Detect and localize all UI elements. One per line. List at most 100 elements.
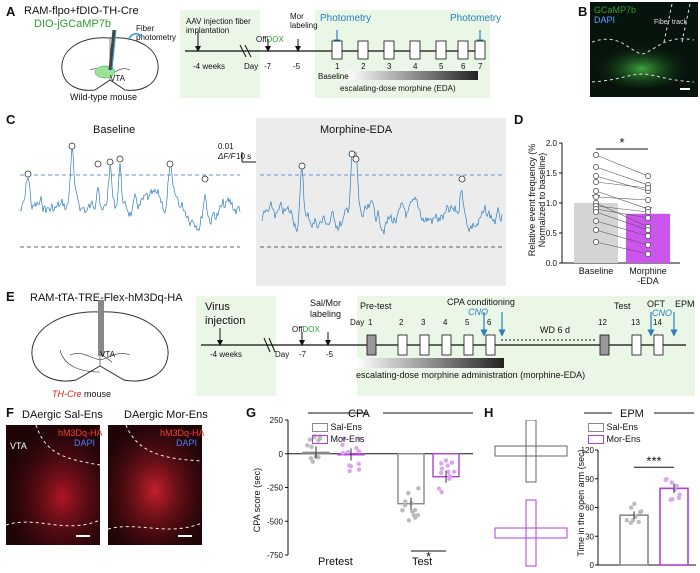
point-g-1-0-11 (347, 468, 352, 474)
point-g-1-0-0 (345, 449, 351, 455)
xtick-label-d-0: Baseline (579, 266, 614, 276)
pair-line-d-5 (595, 196, 649, 201)
fiber-photometry-label: Fiber photometry (136, 24, 177, 42)
point-g-1-0-2 (356, 467, 362, 472)
vta-label-e: VTA (100, 350, 115, 359)
day-3-a: 3 (387, 62, 392, 71)
bar-g-0-1 (397, 453, 425, 505)
photometry-2: Photometry (450, 13, 502, 24)
legend-mor-h: Mor-Ens (588, 434, 641, 445)
trace-baseline-peak-0 (24, 170, 32, 178)
point-h-0-4 (628, 505, 634, 510)
point-h-1-5 (669, 480, 674, 485)
off-dox-a: OffDOX (256, 35, 284, 44)
pair-line-d-10 (595, 220, 649, 237)
pair-line-d-11 (595, 229, 649, 246)
cno-label-1: CNO (468, 307, 488, 317)
panel-label-g: G (246, 405, 257, 420)
d7-label-a: -7 (264, 62, 272, 71)
point-g-0-0-9 (307, 437, 313, 442)
brain-slice-diagram-e (31, 300, 169, 382)
fiber-track-label: Fiber track (654, 19, 688, 26)
point-g-1-1-8 (449, 460, 455, 465)
d5-label-e: -5 (326, 350, 334, 359)
point-h-1-1 (676, 495, 682, 501)
trace-baseline-peak-1 (68, 142, 76, 150)
day-4-e: 4 (443, 318, 448, 327)
point-morphine-d-5 (645, 197, 651, 203)
point-g-0-0-3 (312, 433, 317, 439)
point-baseline-d-3 (593, 179, 599, 185)
trace-baseline-peak-3 (106, 158, 114, 166)
day-5-a: 5 (439, 62, 444, 71)
pair-line-d-3 (595, 181, 649, 189)
legend-swatch-mor-g (312, 435, 328, 445)
point-morphine-d-11 (645, 242, 651, 248)
salmor-label: Sal/Mor labeling (310, 298, 342, 319)
ytick-label-g-1: 0 (279, 450, 284, 459)
legend-swatch-mor-h (588, 435, 604, 445)
sal-ens-image (6, 425, 100, 545)
trace-baseline-peak-6 (201, 175, 209, 183)
panel-label-h: H (484, 405, 494, 420)
day-label-a: Day (244, 62, 259, 71)
point-g-1-0-9 (340, 450, 346, 456)
dox-label-e: DOX (302, 325, 320, 334)
point-g-1-0-7 (357, 436, 362, 441)
ytick-label-h-4: 120 (582, 446, 595, 455)
point-g-0-1-6 (400, 508, 405, 513)
point-g-0-1-11 (411, 512, 417, 518)
pair-line-d-9 (595, 211, 649, 231)
point-morphine-d-10 (645, 233, 651, 239)
point-morphine-d-0 (645, 173, 651, 179)
point-g-0-0-11 (316, 438, 321, 443)
legend-text-sal-g: Sal-Ens (330, 422, 363, 432)
trace-morphine-peak-1 (348, 150, 356, 158)
point-g-0-0-7 (305, 443, 310, 448)
pair-line-d-2 (595, 175, 649, 192)
ytick-label-g-0: 250 (270, 416, 284, 425)
construct-1: RAM-flpo+fDIO-TH-Cre (24, 5, 139, 17)
point-morphine-d-3 (645, 185, 651, 191)
legend-swatch-sal-h (588, 423, 604, 433)
trace-baseline-peak-5 (166, 160, 174, 168)
timeline-e (201, 312, 686, 368)
point-g-0-0-10 (310, 459, 315, 464)
bar-h-0 (619, 514, 649, 566)
mouse-label-a: Wild-type mouse (70, 92, 138, 102)
pair-line-d-8 (595, 208, 649, 219)
legend-swatch-sal-g (312, 423, 328, 433)
hm3dq-label-2: hM3Dq-HA (160, 428, 205, 438)
scale-unit-label: ΔF/F (218, 152, 236, 161)
gcamp-label-b: GCaMP7b (594, 5, 637, 15)
ytick-label-h-0: 0 (590, 561, 595, 570)
sal-ens-title-f: DAergic Sal-Ens (22, 409, 103, 421)
off-dox-e: OffDOX (292, 325, 320, 334)
point-g-1-0-10 (347, 463, 352, 468)
day-1-a: 1 (335, 62, 340, 71)
pretest-label: Pre-test (360, 301, 392, 311)
point-baseline-d-12 (593, 239, 599, 245)
point-g-1-1-1 (446, 469, 451, 475)
weeks-label-a: -4 weeks (193, 62, 226, 71)
photometry-1: Photometry (320, 13, 372, 24)
morphine-shade (256, 118, 506, 286)
vta-label-a: VTA (110, 74, 125, 83)
day-5-e: 5 (465, 318, 470, 327)
sig-star-h: *** (646, 453, 661, 468)
point-baseline-d-9 (593, 209, 599, 215)
point-g-0-1-7 (402, 503, 408, 508)
pair-line-d-0 (595, 154, 649, 177)
point-h-1-0 (677, 492, 682, 497)
aav-label: AAV injection fiber implantation (186, 17, 251, 35)
point-baseline-d-5 (593, 194, 599, 200)
point-g-0-0-2 (309, 444, 314, 450)
legend-text-mor-g: Mor-Ens (330, 434, 365, 444)
trace-morphine (261, 151, 503, 235)
point-baseline-d-0 (593, 152, 599, 158)
epm-label: EPM (675, 299, 695, 309)
trace-baseline-peak-4 (116, 155, 124, 163)
oft-label: OFT (647, 299, 665, 309)
trace-morphine-peak-0 (298, 162, 306, 170)
timeline-a (185, 30, 486, 80)
